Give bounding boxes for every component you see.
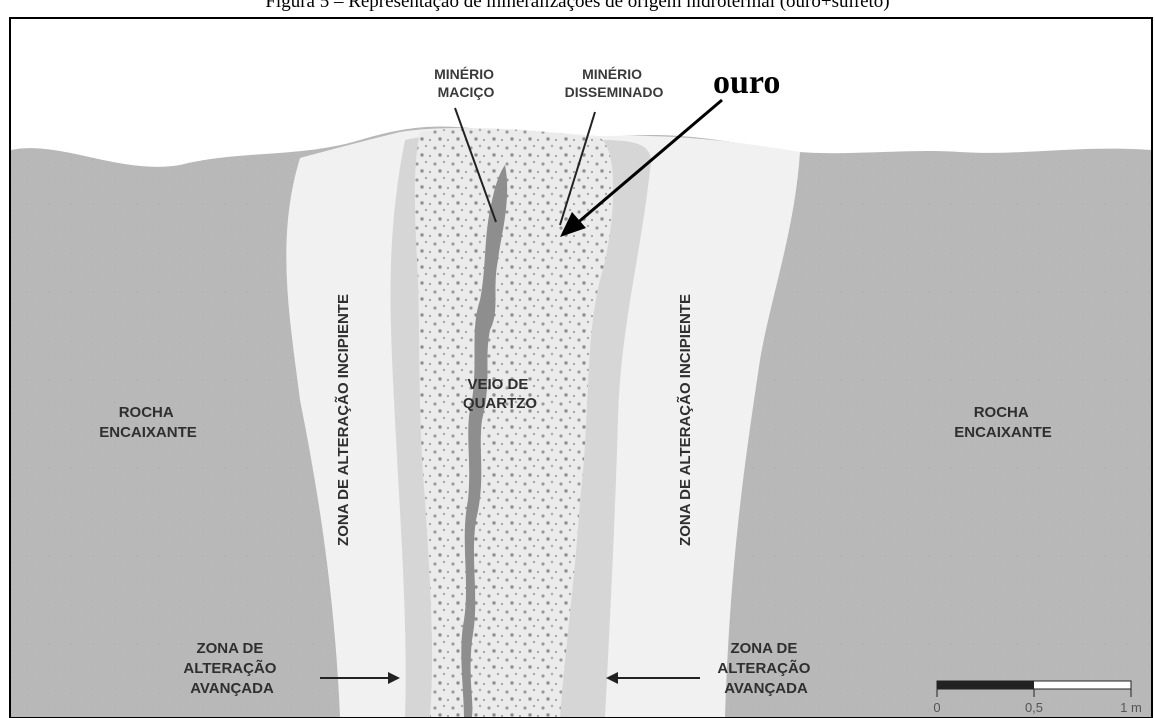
scale-tick-0: 0 [933, 700, 940, 715]
gold-label: ouro [713, 64, 780, 101]
incipient-zone-left-label: ZONA DE ALTERAÇÃO INCIPIENTE [334, 294, 352, 546]
scale-tick-1m: 1 m [1120, 700, 1142, 715]
advanced-zone-right-label: ZONA DE ALTERAÇÃO AVANÇADA [717, 640, 814, 697]
scale-tick-half: 0,5 [1025, 700, 1043, 715]
incipient-zone-right-label: ZONA DE ALTERAÇÃO INCIPIENTE [676, 294, 694, 546]
advanced-zone-left-label: ZONA DE ALTERAÇÃO AVANÇADA [183, 640, 280, 697]
